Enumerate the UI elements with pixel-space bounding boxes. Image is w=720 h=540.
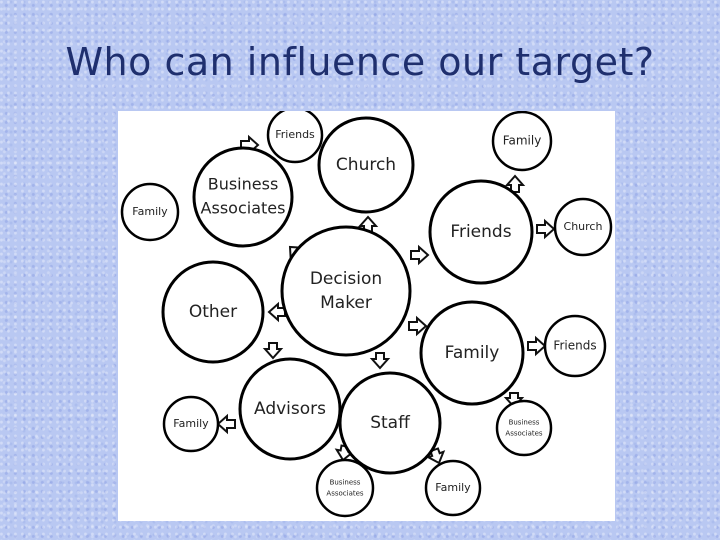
node-label: Friends [450,222,511,242]
node-label: Other [189,302,237,322]
influence-diagram-canvas: DecisionMakerChurchBusinessAssociatesFri… [120,111,613,518]
influence-arrow [527,335,547,357]
node-label: Family [503,134,542,148]
node-circle [495,399,553,457]
node-circle [266,111,324,164]
node-friends-family: Family [491,111,553,172]
node-label: Friends [275,128,315,141]
node-label: Business [509,419,540,427]
slide-title: Who can influence our target? [65,40,655,84]
node-staff: Staff [338,371,442,475]
node-circle [428,179,534,285]
node-circle [553,197,613,257]
node-label: Associates [201,199,286,218]
node-label: Decision [310,269,382,289]
node-label: Maker [320,293,372,313]
influence-arrow [536,218,556,240]
node-circle [543,314,607,378]
node-label: Family [132,205,168,218]
arrow-shape [216,413,236,435]
node-church: Church [317,116,415,214]
arrow-shape [262,342,284,360]
node-circle [317,116,415,214]
node-label: Church [564,220,603,233]
node-circle [162,395,220,453]
node-circle [192,146,294,248]
node-circle [161,260,265,364]
node-advisors: Advisors [238,357,342,461]
node-circle [315,458,375,518]
node-label: Family [173,417,209,430]
node-circle [419,300,525,406]
node-friends-church: Church [553,197,613,257]
influence-arrow [216,413,236,435]
node-label: Staff [370,413,411,433]
node-label: Business [330,479,361,487]
node-circle [424,459,482,517]
influence-arrow [410,244,430,266]
influence-arrow [369,352,391,370]
arrow-shape [369,352,391,370]
node-family-friends: Friends [543,314,607,378]
node-label: Church [336,155,396,175]
node-circle [280,225,412,357]
node-label: Associates [505,430,542,438]
node-circle [491,111,553,172]
node-label: Family [435,481,471,494]
node-label: Associates [326,490,363,498]
node-label: Family [445,343,500,363]
node-ba-friends: Friends [266,111,324,164]
node-advisors-family: Family [162,395,220,453]
influence-arrow [503,392,525,409]
node-circle [238,357,342,461]
arrow-shape [410,244,430,266]
node-label: Advisors [254,399,326,419]
arrow-shape [536,218,556,240]
node-ba-family: Family [120,182,180,242]
node-family: Family [419,300,525,406]
node-label: Business [208,175,279,194]
node-staff-family: Family [424,459,482,517]
arrow-shape [527,335,547,357]
influence-arrow [408,315,428,337]
node-label: Friends [553,339,596,353]
node-other: Other [161,260,265,364]
node-circle [120,182,180,242]
arrow-shape [503,392,525,409]
node-circle [338,371,442,475]
arrow-shape [408,315,428,337]
influence-arrow [262,342,284,360]
node-friends: Friends [428,179,534,285]
